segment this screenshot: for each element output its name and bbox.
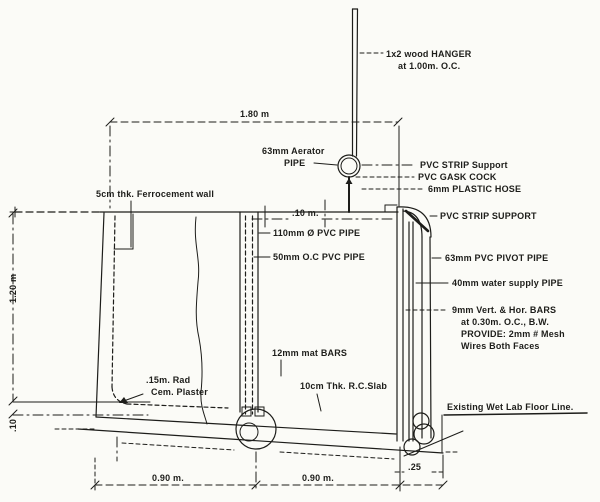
center-pipe-assembly: 110mm Ø PVC PIPE 50mm O.C PVC PIPE bbox=[239, 211, 365, 415]
strip-support-top-label: PVC STRIP Support bbox=[420, 160, 508, 170]
bars-label-line1: 9mm Vert. & Hor. BARS bbox=[452, 305, 556, 315]
mat-bars-label: 12mm mat BARS bbox=[272, 348, 347, 358]
wall-callout: 5cm thk. Ferrocement wall bbox=[96, 189, 214, 248]
dim-offset-right-text: .25 bbox=[408, 462, 421, 472]
slab-bottom bbox=[77, 428, 444, 454]
pivot-base-fittings bbox=[403, 412, 464, 457]
gask-cock-marker bbox=[345, 178, 353, 184]
dim-bay1-text: 0.90 m. bbox=[152, 473, 184, 483]
wall-inner-face bbox=[111, 215, 116, 388]
pvc-strip-support-piece bbox=[404, 209, 430, 233]
wood-hanger: 1x2 wood HANGER at 1.00m. O.C. bbox=[351, 8, 472, 157]
wall-label: 5cm thk. Ferrocement wall bbox=[96, 189, 214, 199]
tee-fitting-inner bbox=[239, 422, 259, 442]
floor-line bbox=[443, 412, 588, 416]
slab-top bbox=[95, 416, 397, 435]
gask-cock-label: PVC GASK COCK bbox=[418, 172, 497, 182]
dimension-left-height: 1.20 m .10 bbox=[8, 208, 151, 462]
dim-tick bbox=[105, 117, 115, 127]
wall-break-line bbox=[194, 216, 208, 425]
dim-tick bbox=[8, 208, 18, 218]
water-label: 40mm water supply PIPE bbox=[452, 278, 563, 288]
floor-line-label: Existing Wet Lab Floor Line. bbox=[447, 402, 573, 412]
slab-label: 10cm Thk. R.C.Slab bbox=[300, 381, 387, 391]
bars-label-line4: Wires Both Faces bbox=[461, 341, 540, 351]
dim-rim-offset: .10 m. bbox=[292, 208, 319, 218]
aerator-label-line1: 63mm Aerator bbox=[262, 146, 325, 156]
tee-fitting-outer bbox=[235, 408, 277, 450]
plaster-label-line2: Cem. Plaster bbox=[151, 387, 208, 397]
hanger-label-line2: at 1.00m. O.C. bbox=[398, 61, 460, 71]
dim-slab-step-text: .10 bbox=[8, 419, 18, 432]
wall-outer-face bbox=[95, 212, 105, 418]
dimension-top-width: 1.80 m bbox=[105, 109, 403, 209]
pipe110-label: 110mm Ø PVC PIPE bbox=[273, 228, 360, 238]
aerator-pipe-assembly: 63mm Aerator PIPE bbox=[262, 146, 361, 213]
inner-callouts: 12mm mat BARS 10cm Thk. R.C.Slab .15m. R… bbox=[119, 348, 387, 412]
dim-bay2-text: 0.90 m. bbox=[302, 473, 334, 483]
aerator-leader bbox=[313, 162, 338, 166]
dimension-bottom: 0.90 m. 0.90 m. .25 bbox=[90, 446, 448, 492]
dim-tick bbox=[8, 396, 18, 406]
tank-rim: .10 m. bbox=[9, 199, 399, 228]
bars-label-line3: PROVIDE: 2mm # Mesh bbox=[461, 329, 565, 339]
dim-tick bbox=[438, 480, 448, 490]
tank-shell-left bbox=[95, 212, 229, 425]
plaster-label-line1: .15m. Rad bbox=[146, 375, 190, 385]
dim-height-text: 1.20 m bbox=[8, 274, 18, 303]
dim-tick bbox=[90, 480, 100, 490]
pivot-pipe-right bbox=[429, 236, 432, 439]
bottom-slab bbox=[77, 416, 444, 460]
plaster-radius bbox=[111, 386, 128, 405]
strip-support2-label: PVC STRIP SUPPORT bbox=[440, 211, 537, 221]
dim-top-width-text: 1.80 m bbox=[240, 109, 269, 119]
dim-tick bbox=[251, 480, 261, 490]
hanger-label-line1: 1x2 wood HANGER bbox=[386, 49, 472, 59]
pivot-elbow-outer bbox=[396, 206, 432, 238]
pipe50-label: 50mm O.C PVC PIPE bbox=[273, 252, 365, 262]
bars-label-line2: at 0.30m. O.C., B.W. bbox=[461, 317, 549, 327]
existing-floor-line: Existing Wet Lab Floor Line. bbox=[441, 402, 588, 453]
pivot-elbow-inner bbox=[402, 210, 423, 238]
right-callouts: 63mm PVC PIVOT PIPE 40mm water supply PI… bbox=[405, 253, 565, 351]
right-wall-and-pipes bbox=[384, 204, 432, 442]
dim-tick bbox=[393, 117, 403, 127]
pivot-label: 63mm PVC PIVOT PIPE bbox=[445, 253, 548, 263]
dim-tick bbox=[8, 409, 18, 419]
aerator-label-line2: PIPE bbox=[284, 158, 305, 168]
slab-leader bbox=[316, 393, 322, 412]
top-right-callouts: PVC STRIP Support PVC GASK COCK 6mm PLAS… bbox=[355, 160, 537, 233]
plastic-hose-label: 6mm PLASTIC HOSE bbox=[428, 184, 521, 194]
dim-tick bbox=[395, 480, 405, 490]
